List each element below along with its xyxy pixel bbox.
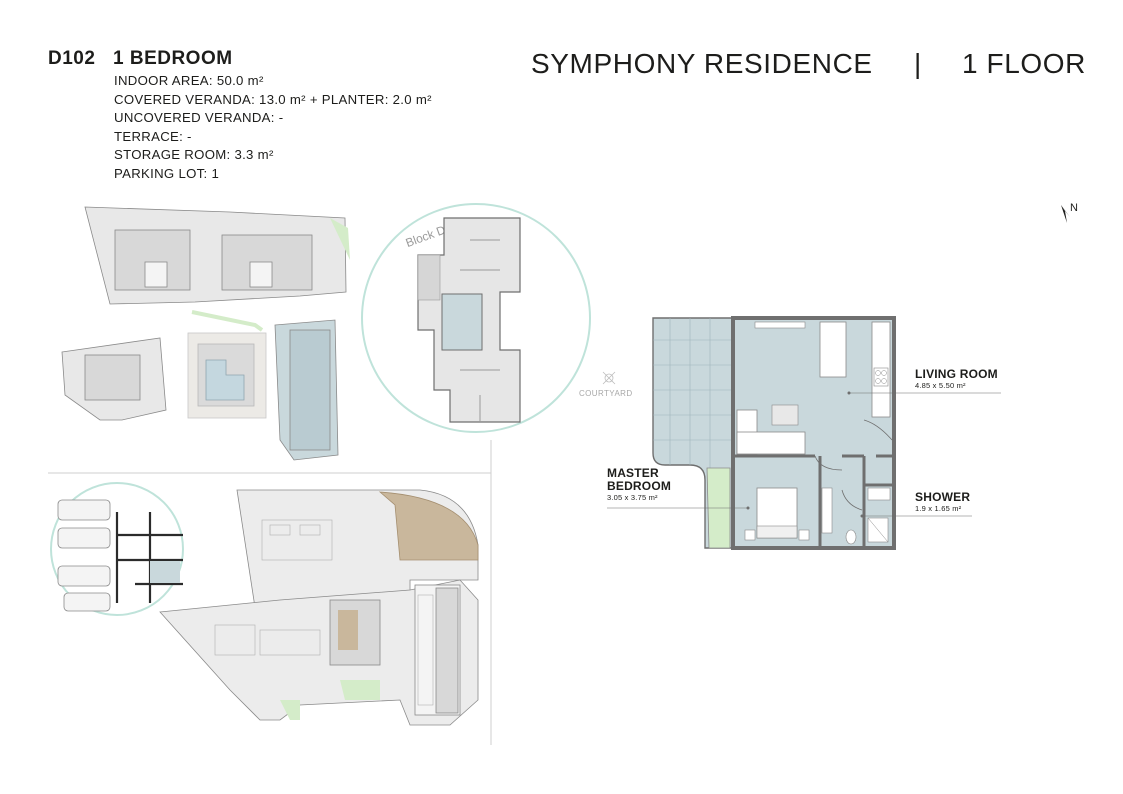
- unit-type: 1 BEDROOM: [113, 48, 233, 69]
- courtyard-label: COURTYARD: [579, 389, 633, 398]
- bedroom-label: MASTER BEDROOM 3.05 x 3.75 m²: [607, 466, 672, 503]
- project-title: SYMPHONY RESIDENCE: [531, 48, 873, 79]
- north-label: N: [1070, 202, 1078, 214]
- north-arrow-icon: N: [1061, 202, 1078, 223]
- parking-plan: [159, 489, 479, 726]
- floor-label: 1 FLOOR: [962, 48, 1087, 79]
- coffee-table: [771, 404, 799, 426]
- basin: [867, 487, 891, 501]
- living-room-dims: 4.85 x 5.50 m²: [915, 381, 966, 390]
- title-separator: |: [914, 48, 922, 79]
- bedroom-dims: 3.05 x 3.75 m²: [607, 493, 658, 502]
- spec-covered-veranda: COVERED VERANDA: 13.0 m² + PLANTER: 2.0 …: [114, 91, 432, 107]
- spec-uncovered-veranda: UNCOVERED VERANDA: -: [114, 110, 284, 126]
- wardrobe: [821, 487, 833, 534]
- toilet: [845, 529, 857, 545]
- kitchen-island: [819, 321, 847, 378]
- unit-code: D102: [48, 48, 96, 69]
- bedroom-name-line2: BEDROOM: [607, 479, 672, 493]
- bedroom-name-line1: MASTER: [607, 466, 659, 480]
- site-plan-upper: [61, 206, 350, 461]
- unit-specs: INDOOR AREA: 50.0 m² COVERED VERANDA: 13…: [114, 72, 432, 184]
- kitchen-counter: [871, 321, 891, 418]
- parking-callout: [50, 482, 184, 616]
- living-room-name: LIVING ROOM: [915, 367, 998, 381]
- block-d-callout: Block D: [361, 203, 591, 433]
- floor-plan-d102: COURTYARD: [579, 316, 1001, 550]
- spec-terrace: TERRACE: -: [114, 128, 192, 144]
- courtyard-icon: [602, 371, 616, 385]
- shower-dims: 1.9 x 1.65 m²: [915, 504, 962, 513]
- spec-parking-lot: PARKING LOT: 1: [114, 165, 220, 181]
- spec-storage-room: STORAGE ROOM: 3.3 m²: [114, 147, 274, 163]
- shower-label: SHOWER 1.9 x 1.65 m²: [915, 490, 971, 514]
- spec-indoor-area: INDOOR AREA: 50.0 m²: [114, 73, 264, 88]
- shower-name: SHOWER: [915, 490, 971, 504]
- living-room-label: LIVING ROOM 4.85 x 5.50 m²: [915, 367, 998, 391]
